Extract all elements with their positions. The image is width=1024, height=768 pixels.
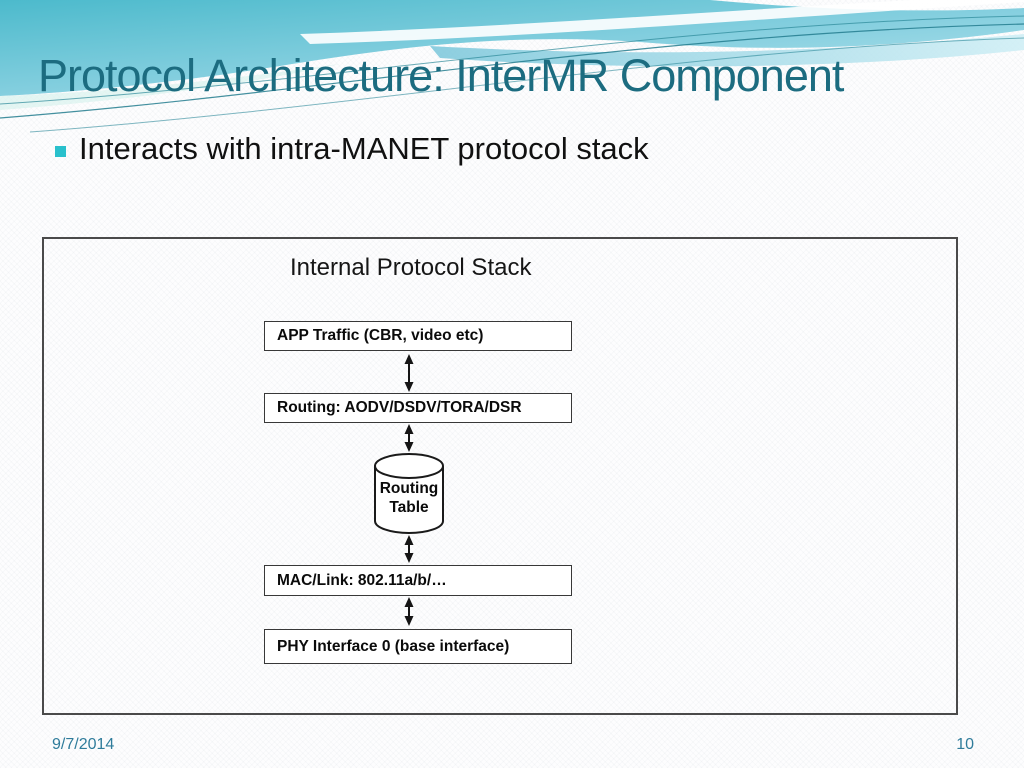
layer-box-app-traffic: APP Traffic (CBR, video etc) <box>264 321 572 351</box>
slide-title: Protocol Architecture: InterMR Component <box>38 50 844 101</box>
bullet-square-icon <box>55 146 66 157</box>
bullet-text: Interacts with intra-MANET protocol stac… <box>79 131 649 166</box>
layer-box-phy-interface: PHY Interface 0 (base interface) <box>264 629 572 664</box>
diagram-frame <box>42 237 958 715</box>
header-wave-decoration <box>0 0 1024 133</box>
wave-curve-line <box>0 23 1024 119</box>
wave-main-shape <box>0 0 1024 96</box>
layer-box-mac-link: MAC/Link: 802.11a/b/… <box>264 565 572 596</box>
wave-white-ribbon <box>300 0 1024 44</box>
wave-curve-line <box>29 37 1024 133</box>
page-number: 10 <box>956 736 974 753</box>
bullet-item: Interacts with intra-MANET protocol stac… <box>55 131 649 167</box>
routing-table-label: Routing Table <box>379 480 439 517</box>
wave-mint-band <box>0 64 340 110</box>
diagram-heading: Internal Protocol Stack <box>290 254 532 281</box>
layer-box-routing: Routing: AODV/DSDV/TORA/DSR <box>264 393 572 423</box>
wave-pale-band <box>430 34 1024 67</box>
footer-date: 9/7/2014 <box>52 736 115 753</box>
wave-curve-line <box>0 15 1024 105</box>
